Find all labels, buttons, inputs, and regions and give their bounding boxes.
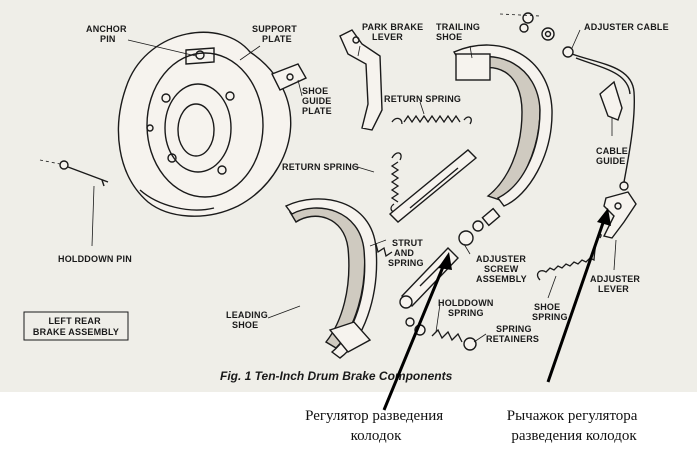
shoe-guide-plate-part [271,63,307,91]
label-park-brake-lever: PARK BRAKE LEVER [362,22,426,42]
label-adjuster-cable: ADJUSTER CABLE [584,22,669,32]
label-support-plate: SUPPORT PLATE [252,24,300,44]
strut-part [388,149,478,223]
adjuster-cable-part [562,46,636,191]
trailing-shoe-part [452,44,553,207]
label-trailing-shoe: TRAILING SHOE [436,22,483,42]
holddown-pin-part [59,160,109,187]
label-return-spring-left: RETURN SPRING [282,162,359,172]
leading-shoe-part [284,198,378,359]
return-spring-top-part [391,114,472,125]
assembly-label-box [23,311,129,341]
leader-lines [39,13,617,343]
label-shoe-guide-plate: SHOE GUIDE PLATE [302,86,334,116]
label-holddown-pin: HOLDDOWN PIN [58,254,132,264]
label-return-spring-top: RETURN SPRING [384,94,461,104]
label-left-rear-brake-assembly: LEFT REAR BRAKE ASSEMBLY [33,316,119,337]
label-strut-and-spring: STRUT AND SPRING [388,238,426,268]
annotation-adjuster-lever: Рычажок регулятора разведения колодок [507,408,641,444]
annotation-arrow-adjuster-screw [382,252,452,411]
cable-guide-part [599,80,623,121]
label-cable-guide: CABLE GUIDE [596,146,631,166]
annotation-arrow-adjuster-lever [546,208,611,383]
holddown-spring-part [431,328,463,343]
annotation-adjuster-screw: Регулятор разведения колодок [305,408,447,444]
adjuster-cable-eye [522,12,534,24]
anchor-pin-part [195,50,205,60]
label-adjuster-screw-assembly: ADJUSTER SCREW ASSEMBLY [476,254,529,284]
label-adjuster-lever: ADJUSTER LEVER [590,274,643,294]
label-shoe-spring: SHOE SPRING [532,302,568,322]
label-holddown-spring: HOLDDOWN SPRING [438,298,496,318]
label-anchor-pin: ANCHOR PIN [86,24,129,44]
label-spring-retainers: SPRING RETAINERS [486,324,539,344]
spring-retainer-part [463,337,477,351]
label-leading-shoe: LEADING SHOE [226,310,271,330]
figure-caption: Fig. 1 Ten-Inch Drum Brake Components [220,369,453,383]
support-plate [117,31,292,217]
